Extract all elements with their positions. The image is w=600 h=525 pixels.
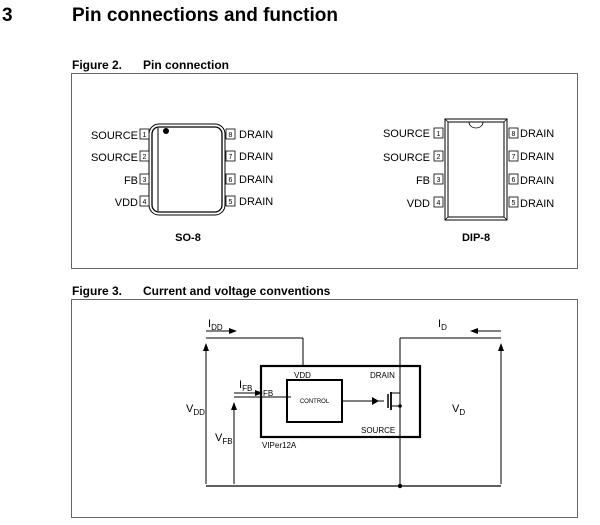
mosfet-icon [387, 392, 400, 410]
dip8-pin-7: 7 DRAIN [508, 150, 554, 163]
fb-pin-label: FB [263, 389, 273, 398]
figure-3-number: Figure 3. [72, 284, 123, 298]
pin-number: 7 [229, 154, 233, 161]
dip8-pin-2: 2 SOURCE [383, 150, 444, 164]
pin-number: 6 [229, 177, 233, 184]
ifb-label: IFB [239, 379, 252, 393]
pin-number: 5 [229, 199, 233, 206]
pin-number: 2 [437, 154, 441, 161]
pin-number: 4 [437, 200, 441, 207]
figure-2-title: Pin connection [143, 58, 230, 72]
so8-pin-6: 6 DRAIN [225, 173, 273, 186]
dip8-pin-6: 6 DRAIN [508, 173, 554, 187]
pin-label: DRAIN [239, 151, 273, 163]
idd-label: IDD [208, 318, 223, 332]
dip8-pin-5: 5 DRAIN [508, 196, 554, 210]
drain-pin-label: DRAIN [370, 371, 395, 380]
vdd-label: VDD [186, 403, 205, 417]
id-label: ID [438, 318, 447, 332]
pin-label: SOURCE [383, 128, 430, 140]
so8-package: 1 SOURCE 2 SOURCE 3 FB 4 VDD 8 [91, 123, 273, 244]
so8-pin-5: 5 DRAIN [225, 195, 273, 208]
device-name-label: VIPer12A [262, 441, 297, 450]
source-junction-dot [398, 404, 402, 408]
viper-ic-box [259, 364, 422, 439]
pin-number: 3 [437, 177, 441, 184]
current-voltage-diagram: IDD ID IFB VDD VFB VD VDD DRAIN FB SOURC… [186, 318, 504, 489]
ground-junction-dot [397, 483, 403, 489]
pin-number: 1 [437, 131, 441, 138]
notch-icon [468, 121, 484, 129]
pin-label: DRAIN [239, 129, 273, 141]
pin-label: SOURCE [91, 152, 138, 164]
so8-pin-7: 7 DRAIN [225, 150, 273, 163]
pin-number: 1 [143, 132, 147, 139]
figure-2-caption: Figure 2. Pin connection [72, 58, 229, 72]
control-label: CONTROL [300, 399, 330, 405]
pin1-marker-dot [163, 128, 169, 134]
dip8-pin-1: 1 SOURCE [383, 127, 444, 140]
gate-arrow-icon [372, 397, 379, 405]
pin-number: 8 [229, 132, 233, 139]
vdd-pin-label: VDD [294, 371, 311, 380]
dip8-package-name: DIP-8 [462, 232, 490, 244]
pin-number: 2 [143, 154, 147, 161]
pin-label: DRAIN [520, 175, 554, 187]
pin-number: 3 [143, 177, 147, 184]
pin-label: VDD [407, 198, 430, 210]
pin-number: 5 [512, 200, 516, 207]
figure-2-frame: 1 SOURCE 2 SOURCE 3 FB 4 VDD 8 [71, 73, 578, 269]
pin-number: 8 [512, 131, 516, 138]
dip8-pin-3: 3 FB [416, 173, 444, 187]
so8-pin-4: 4 VDD [115, 195, 150, 209]
pin-connection-diagram: 1 SOURCE 2 SOURCE 3 FB 4 VDD 8 [91, 118, 554, 244]
pin-label: DRAIN [520, 151, 554, 163]
pin-label: FB [124, 175, 138, 187]
pin-label: FB [416, 175, 430, 187]
pin-number: 6 [512, 177, 516, 184]
dip8-package: 1 SOURCE 2 SOURCE 3 FB 4 VDD 8 [383, 118, 554, 244]
pin-label: SOURCE [383, 152, 430, 164]
source-pin-label: SOURCE [361, 426, 395, 435]
section-number: 3 [2, 5, 13, 26]
figure-3-frame: IDD ID IFB VDD VFB VD VDD DRAIN FB SOURC… [71, 299, 578, 518]
section-title: Pin connections and function [72, 5, 338, 26]
so8-pin-2: 2 SOURCE [91, 150, 150, 164]
pin-label: DRAIN [239, 196, 273, 208]
pin-label: DRAIN [520, 198, 554, 210]
so8-pin-1: 1 SOURCE [91, 128, 150, 142]
dip8-pin-4: 4 VDD [407, 196, 444, 210]
pin-label: DRAIN [239, 174, 273, 186]
pin-label: VDD [115, 197, 138, 209]
figure-3-caption: Figure 3. Current and voltage conventions [72, 284, 330, 298]
figure-2-number: Figure 2. [72, 58, 123, 72]
pin-number: 7 [512, 154, 516, 161]
so8-package-name: SO-8 [175, 232, 201, 244]
dip8-pin-8: 8 DRAIN [508, 127, 554, 140]
vfb-label: VFB [215, 432, 233, 446]
pin-label: DRAIN [520, 128, 554, 140]
so8-pin-3: 3 FB [124, 173, 150, 187]
so8-pin-8: 8 DRAIN [225, 128, 273, 141]
figure-3-title: Current and voltage conventions [143, 284, 331, 298]
pin-number: 4 [143, 199, 147, 206]
vd-label: VD [452, 403, 465, 417]
pin-label: SOURCE [91, 130, 138, 142]
